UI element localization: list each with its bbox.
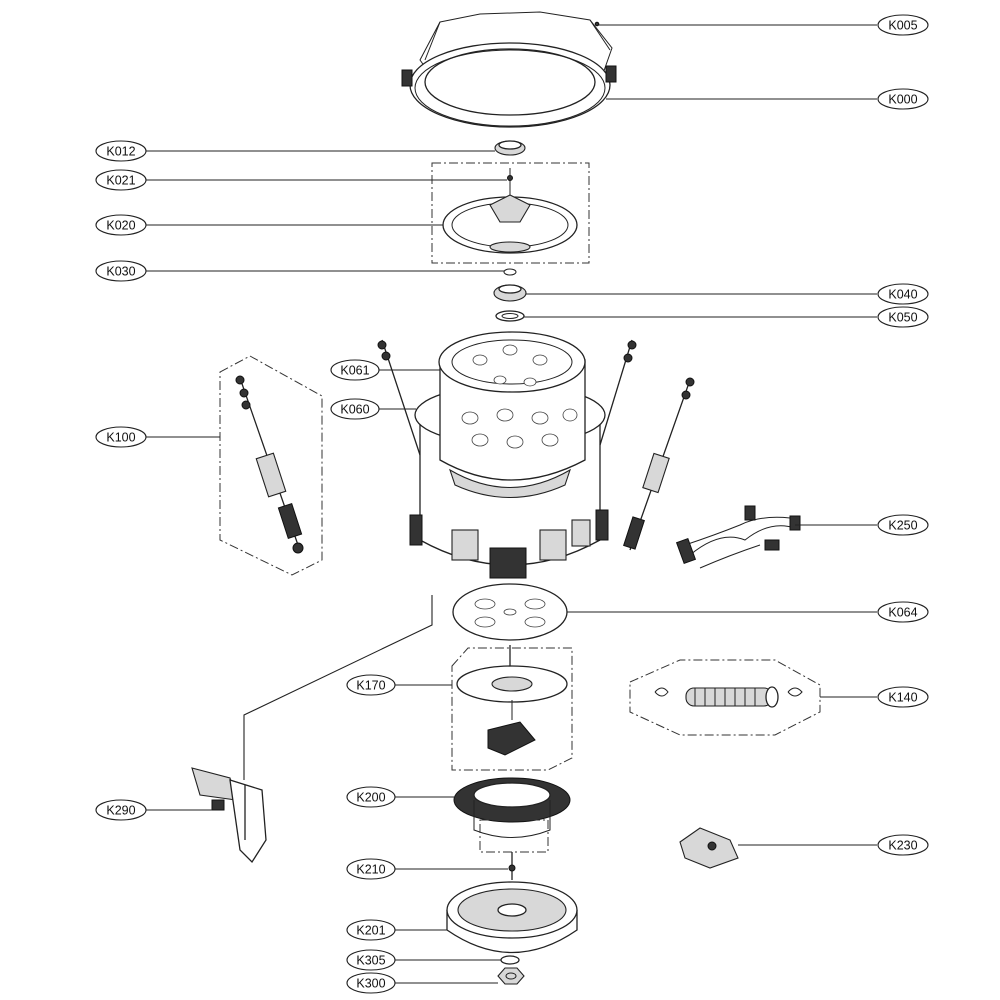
label-k064: K064 xyxy=(888,606,917,620)
label-k005: K005 xyxy=(888,19,917,33)
callout-k050: K050 xyxy=(524,306,929,328)
label-k000: K000 xyxy=(888,93,917,107)
callout-k030: K030 xyxy=(95,260,504,282)
seal-part xyxy=(494,140,526,156)
callout-k200: K200 xyxy=(346,786,455,808)
label-k100: K100 xyxy=(106,431,135,445)
label-k030: K030 xyxy=(106,265,135,279)
label-k201: K201 xyxy=(356,924,385,938)
drain-hose-part xyxy=(629,659,821,736)
callout-k005: K005 xyxy=(594,14,929,36)
wire-harness-part xyxy=(675,505,801,569)
label-k305: K305 xyxy=(356,954,385,968)
drum-holes xyxy=(461,344,578,449)
callout-k000: K000 xyxy=(606,88,929,110)
base-plate-part xyxy=(452,583,568,641)
bearing-housing-part xyxy=(451,645,573,771)
rotor-part xyxy=(446,881,578,954)
callout-k064: K064 xyxy=(567,601,929,623)
label-k290: K290 xyxy=(106,804,135,818)
callout-k230: K230 xyxy=(738,834,929,856)
callout-k305: K305 xyxy=(346,949,501,971)
label-k012: K012 xyxy=(106,145,135,159)
callout-k060: K060 xyxy=(330,398,416,420)
label-k300: K300 xyxy=(356,977,385,991)
tub-assembly-part xyxy=(409,331,609,579)
hose-ribs xyxy=(694,688,756,706)
label-k020: K020 xyxy=(106,219,135,233)
stator-part xyxy=(453,777,571,853)
callout-k170: K170 xyxy=(346,674,452,696)
suspension-rods-on-tub xyxy=(377,339,695,551)
callout-k021: K021 xyxy=(95,169,507,191)
pulsator-part xyxy=(431,162,590,264)
label-k040: K040 xyxy=(888,288,917,302)
callout-k210: K210 xyxy=(346,858,508,880)
bolt-part xyxy=(508,852,516,880)
label-k230: K230 xyxy=(888,839,917,853)
hub-parts xyxy=(493,268,527,322)
callout-k290: K290 xyxy=(95,799,212,821)
label-k170: K170 xyxy=(356,679,385,693)
washer-nut-parts xyxy=(497,955,525,985)
sensor-part xyxy=(679,827,739,869)
label-k210: K210 xyxy=(356,863,385,877)
callout-k300: K300 xyxy=(346,972,498,994)
callout-k250: K250 xyxy=(795,514,929,536)
callout-k201: K201 xyxy=(346,919,447,941)
callout-k012: K012 xyxy=(95,140,495,162)
suspension-rod-part xyxy=(219,355,323,576)
drain-bracket-part xyxy=(191,595,433,864)
label-k061: K061 xyxy=(340,364,369,378)
callout-k140: K140 xyxy=(820,686,929,708)
label-k021: K021 xyxy=(106,174,135,188)
callout-k020: K020 xyxy=(95,214,443,236)
balance-ring-part xyxy=(401,11,617,128)
label-k250: K250 xyxy=(888,519,917,533)
callout-k061: K061 xyxy=(330,359,440,381)
label-k060: K060 xyxy=(340,403,369,417)
callout-k040: K040 xyxy=(526,283,929,305)
label-k140: K140 xyxy=(888,691,917,705)
callout-k100: K100 xyxy=(95,426,220,448)
label-k200: K200 xyxy=(356,791,385,805)
label-k050: K050 xyxy=(888,311,917,325)
